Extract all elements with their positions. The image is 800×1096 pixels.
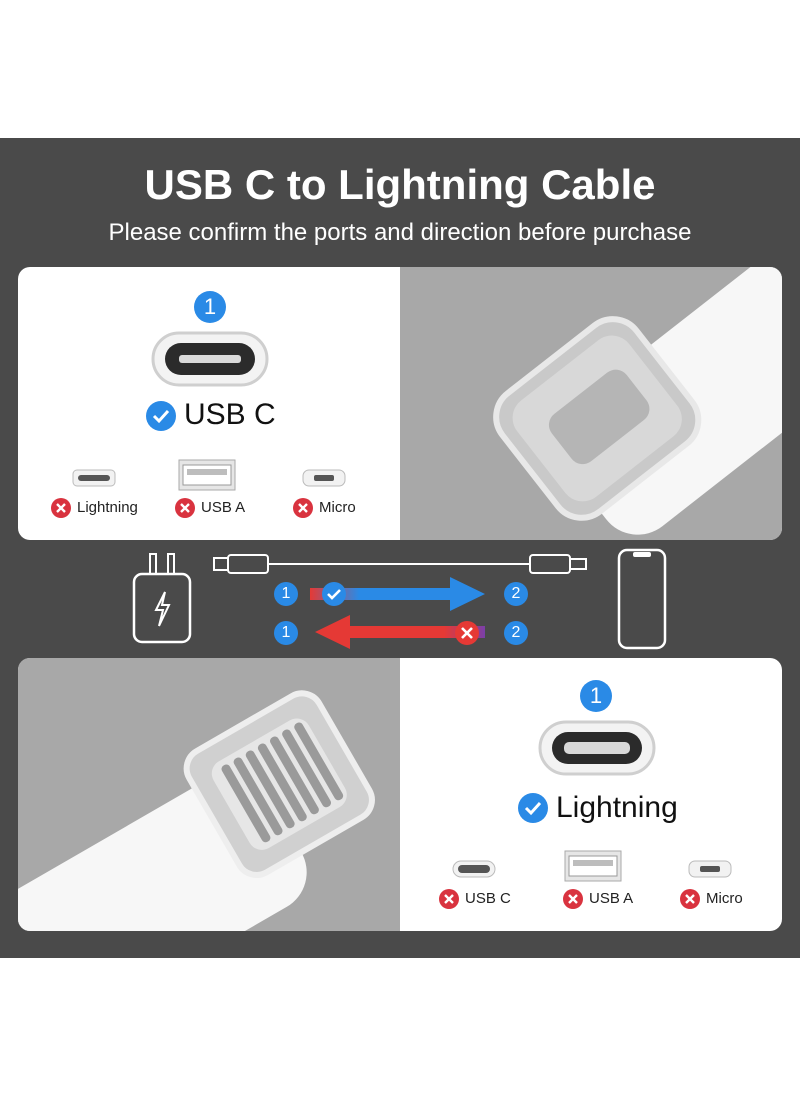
correct-port-label: USB C <box>184 398 276 431</box>
lightning-port-icon <box>72 469 116 487</box>
start-port-badge: 1 <box>274 582 298 606</box>
wrong-port-label: Lightning <box>77 499 138 516</box>
cable-icon <box>213 554 587 574</box>
usb-c-port-icon <box>151 331 269 387</box>
usb-a-port-icon <box>178 459 236 491</box>
wrong-port-label: USB C <box>465 890 511 907</box>
x-icon <box>175 498 195 518</box>
page-title: USB C to Lightning Cable <box>144 161 656 208</box>
x-icon <box>293 498 313 518</box>
usb-c-plug-image <box>400 267 782 540</box>
charger-icon <box>132 553 192 644</box>
wrong-port-label: USB A <box>201 499 246 516</box>
check-icon <box>322 582 346 606</box>
x-icon <box>563 889 583 909</box>
lightning-port-icon <box>538 720 656 776</box>
wrong-direction-arrow <box>315 615 485 649</box>
correct-port-label: Lightning <box>556 791 678 824</box>
x-icon <box>439 889 459 909</box>
x-icon <box>680 889 700 909</box>
end-port-badge: 2 <box>504 582 528 606</box>
end-port-badge: 2 <box>504 621 528 645</box>
micro-usb-port-icon <box>302 469 346 487</box>
usb-c-card: 1 USB C Lightning USB A Micro <box>18 267 782 540</box>
usb-c-port-icon <box>452 860 496 878</box>
lightning-plug-image <box>18 658 400 931</box>
check-icon <box>146 401 176 431</box>
wrong-port-label: USB A <box>589 890 634 907</box>
phone-icon <box>617 548 667 650</box>
wrong-port-label: Micro <box>706 890 743 907</box>
start-port-badge: 1 <box>274 621 298 645</box>
micro-usb-port-icon <box>688 860 732 878</box>
check-icon <box>518 793 548 823</box>
x-icon <box>51 498 71 518</box>
x-icon <box>455 621 479 645</box>
page-subtitle: Please confirm the ports and direction b… <box>108 219 692 246</box>
usb-a-port-icon <box>564 850 622 882</box>
step-number-badge: 1 <box>580 680 612 712</box>
lightning-card: 1 Lightning USB C USB A Micro <box>18 658 782 931</box>
wrong-port-label: Micro <box>319 499 356 516</box>
step-number-badge: 1 <box>194 291 226 323</box>
